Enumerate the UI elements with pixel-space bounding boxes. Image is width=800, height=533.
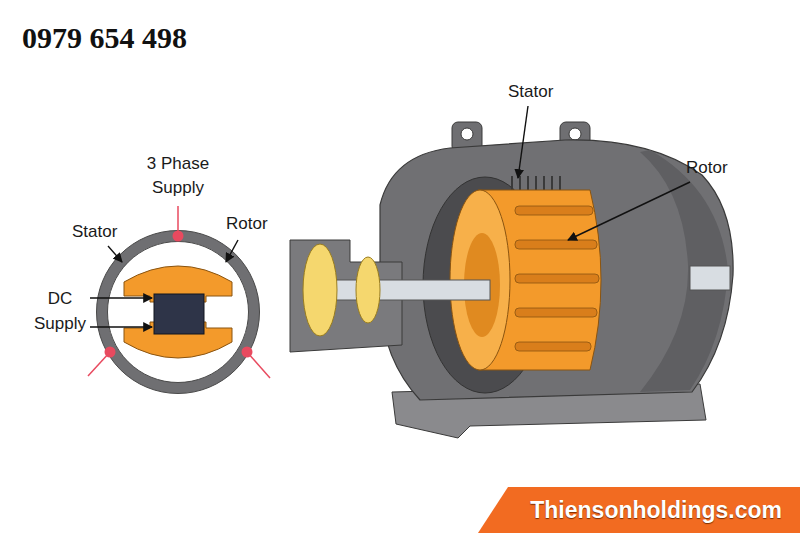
part-label: Stator [72, 220, 117, 244]
leader-line [90, 297, 152, 298]
pulley [303, 244, 337, 336]
lifting-eye-hole [569, 128, 581, 140]
part-label: 3 Phase Supply [137, 152, 219, 200]
website-banner: Thiensonholdings.com [478, 487, 800, 533]
motor-3d [290, 106, 733, 438]
stator-ring-edge [97, 231, 260, 394]
supply-dot [173, 231, 184, 242]
supply-dot [105, 347, 116, 358]
leader-line [90, 326, 152, 327]
pulley [356, 257, 380, 323]
shaft-right [690, 266, 730, 290]
part-label: DC Supply [30, 286, 90, 336]
motor-housing [380, 140, 733, 400]
shaft [330, 280, 490, 300]
rotor-bars [515, 206, 599, 351]
part-label: Stator [508, 80, 553, 104]
stator-ribs [512, 176, 560, 190]
lifting-eye-hole [461, 128, 473, 140]
leader-line [518, 106, 528, 178]
part-label: Rotor [686, 156, 728, 180]
leader-line [226, 240, 238, 262]
stator-ring-edge [108, 242, 249, 383]
leader-line [108, 246, 122, 262]
part-label: Rotor [226, 212, 268, 236]
website-text: Thiensonholdings.com [530, 487, 782, 533]
field-winding [154, 294, 204, 334]
supply-dot [242, 347, 253, 358]
stator-ring [102, 236, 254, 388]
phone-number: 0979 654 498 [22, 20, 187, 56]
leader-line [568, 182, 690, 240]
